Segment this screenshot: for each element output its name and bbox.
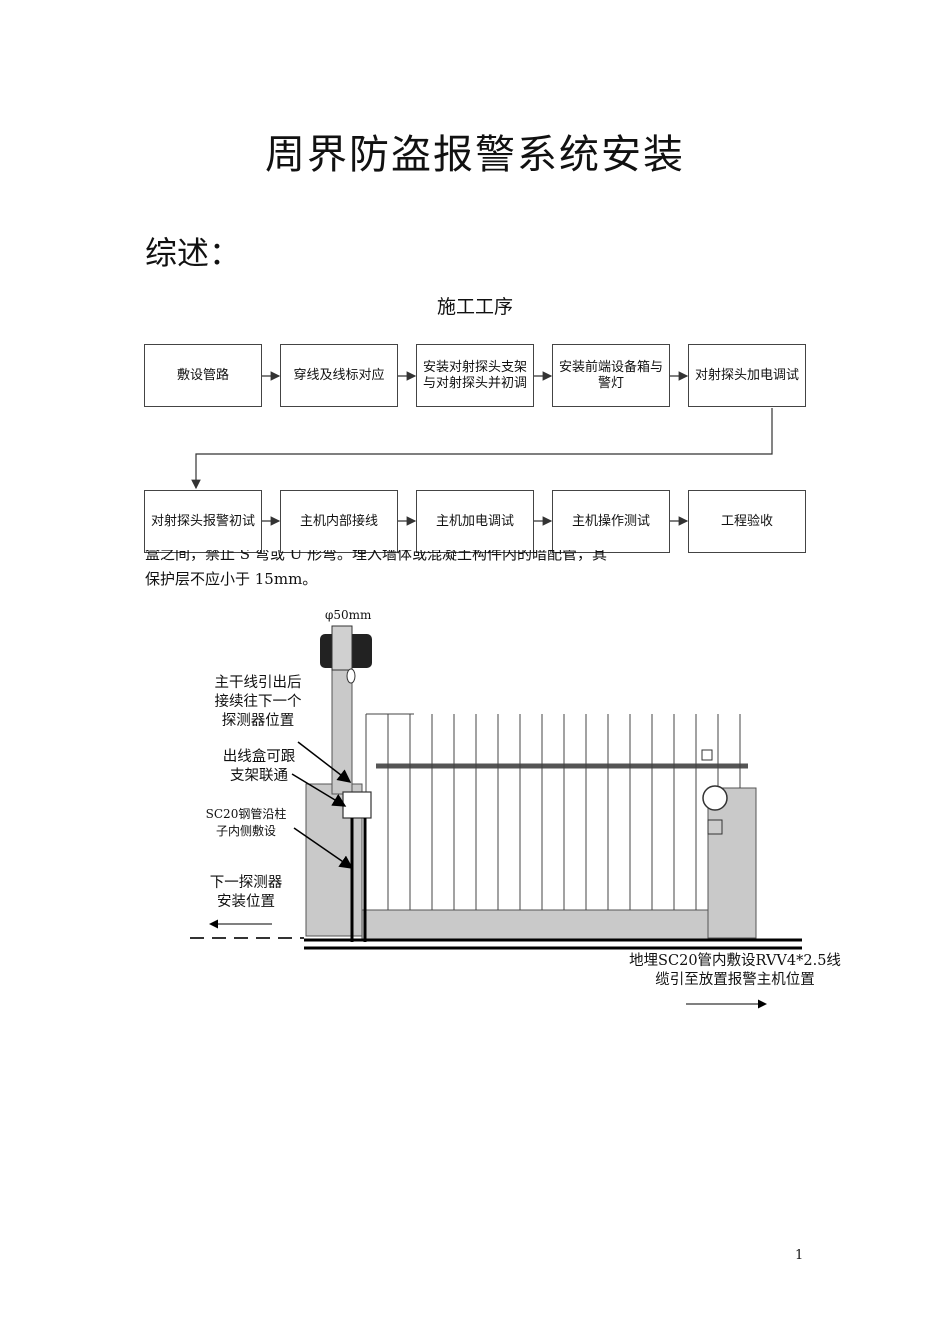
next-detector-label: 下一探测器 安装位置 [209, 875, 283, 910]
body-line-1: 盒之间，禁止 S 弯或 U 形弯。埋入墙体或混凝土构件内的暗配管，其 [145, 550, 607, 563]
flow-step-8: 主机加电调试 [416, 490, 534, 553]
section-heading: 综述： [145, 234, 242, 272]
flow-step-10: 工程验收 [688, 490, 806, 553]
flow-step-2: 穿线及线标对应 [280, 344, 398, 407]
body-line-2: 保护层不应小于 15mm。 [145, 570, 318, 588]
buried-cable-label: 地埋SC20管内敷设RVV4*2.5线 缆引至放置报警主机位置 [629, 953, 841, 988]
flowchart-connectors [191, 371, 773, 526]
flowchart-title: 施工工序 [436, 296, 513, 318]
pipe-diameter-label: φ50mm [325, 608, 372, 622]
flow-step-9: 主机操作测试 [552, 490, 670, 553]
flow-step-6: 对射探头报警初试 [144, 490, 262, 553]
flow-step-4: 安装前端设备箱与警灯 [552, 344, 670, 407]
body-paragraph: 盒之间，禁止 S 弯或 U 形弯。埋入墙体或混凝土构件内的暗配管，其 保护层不应… [145, 550, 745, 592]
trunk-line-label: 主干线引出后 接续往下一个 探测器位置 [214, 675, 302, 729]
installation-diagram [190, 625, 802, 1009]
outlet-box-label: 出线盒可跟 支架联通 [222, 749, 296, 784]
page-title: 周界防盗报警系统安装 [265, 132, 685, 178]
flow-step-7: 主机内部接线 [280, 490, 398, 553]
flow-step-3: 安装对射探头支架与对射探头并初调 [416, 344, 534, 407]
steel-pipe-label: SC20钢管沿柱 子内侧敷设 [205, 807, 287, 838]
page-number: 1 [795, 1248, 804, 1263]
flow-step-5: 对射探头加电调试 [688, 344, 806, 407]
flow-step-1: 敷设管路 [144, 344, 262, 407]
